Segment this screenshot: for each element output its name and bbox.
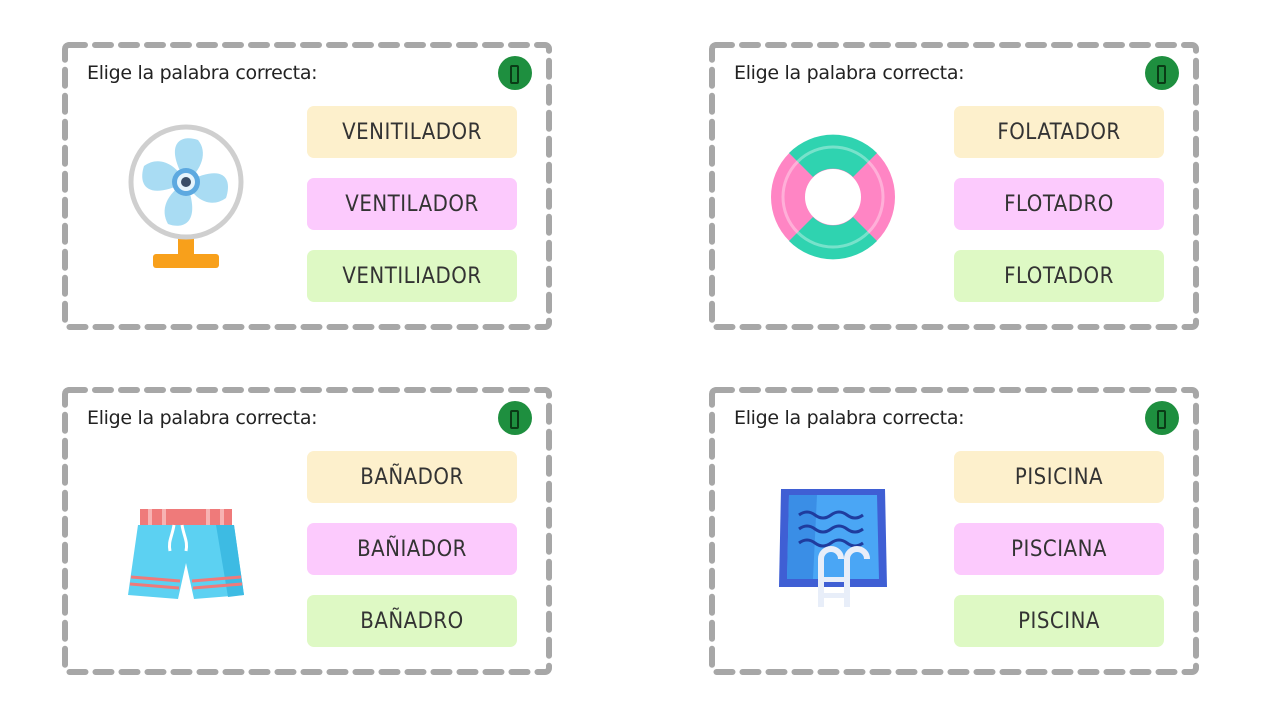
dashed-border: [62, 387, 552, 675]
option-1-button[interactable]: PISICINA: [954, 451, 1164, 503]
prompt-label: Elige la palabra correcta:: [734, 62, 965, 84]
prompt-label: Elige la palabra correcta:: [87, 62, 318, 84]
lifebuoy-icon: [771, 134, 895, 260]
option-1-button[interactable]: FOLATADOR: [954, 106, 1164, 158]
logo-badge-icon: [1145, 401, 1179, 435]
prompt-label: Elige la palabra correcta:: [87, 407, 318, 429]
logo-badge-icon: [1145, 56, 1179, 90]
option-3-button[interactable]: PISCINA: [954, 595, 1164, 647]
dashed-border: [709, 387, 1199, 675]
card-fan: Elige la palabra correcta: VENITILADOR V…: [62, 42, 552, 330]
option-3-button[interactable]: BAÑADRO: [307, 595, 517, 647]
option-1-button[interactable]: BAÑADOR: [307, 451, 517, 503]
dashed-border: [62, 42, 552, 330]
option-3-button[interactable]: FLOTADOR: [954, 250, 1164, 302]
option-2-button[interactable]: BAÑIADOR: [307, 523, 517, 575]
card-lifebuoy: Elige la palabra correcta: FOLATADOR FLO…: [709, 42, 1199, 330]
option-2-button[interactable]: PISCIANA: [954, 523, 1164, 575]
logo-badge-icon: [498, 401, 532, 435]
card-swimming-pool: Elige la palabra correcta: PISICINA PISC…: [709, 387, 1199, 675]
option-2-button[interactable]: FLOTADRO: [954, 178, 1164, 230]
logo-badge-icon: [498, 56, 532, 90]
prompt-label: Elige la palabra correcta:: [734, 407, 965, 429]
swim-trunks-icon: [128, 509, 244, 599]
swimming-pool-icon: [779, 489, 887, 607]
card-swim-trunks: Elige la palabra correcta: BAÑADOR BAÑIA…: [62, 387, 552, 675]
option-2-button[interactable]: VENTILADOR: [307, 178, 517, 230]
option-1-button[interactable]: VENITILADOR: [307, 106, 517, 158]
dashed-border: [709, 42, 1199, 330]
option-3-button[interactable]: VENTILIADOR: [307, 250, 517, 302]
fan-icon: [128, 124, 244, 268]
